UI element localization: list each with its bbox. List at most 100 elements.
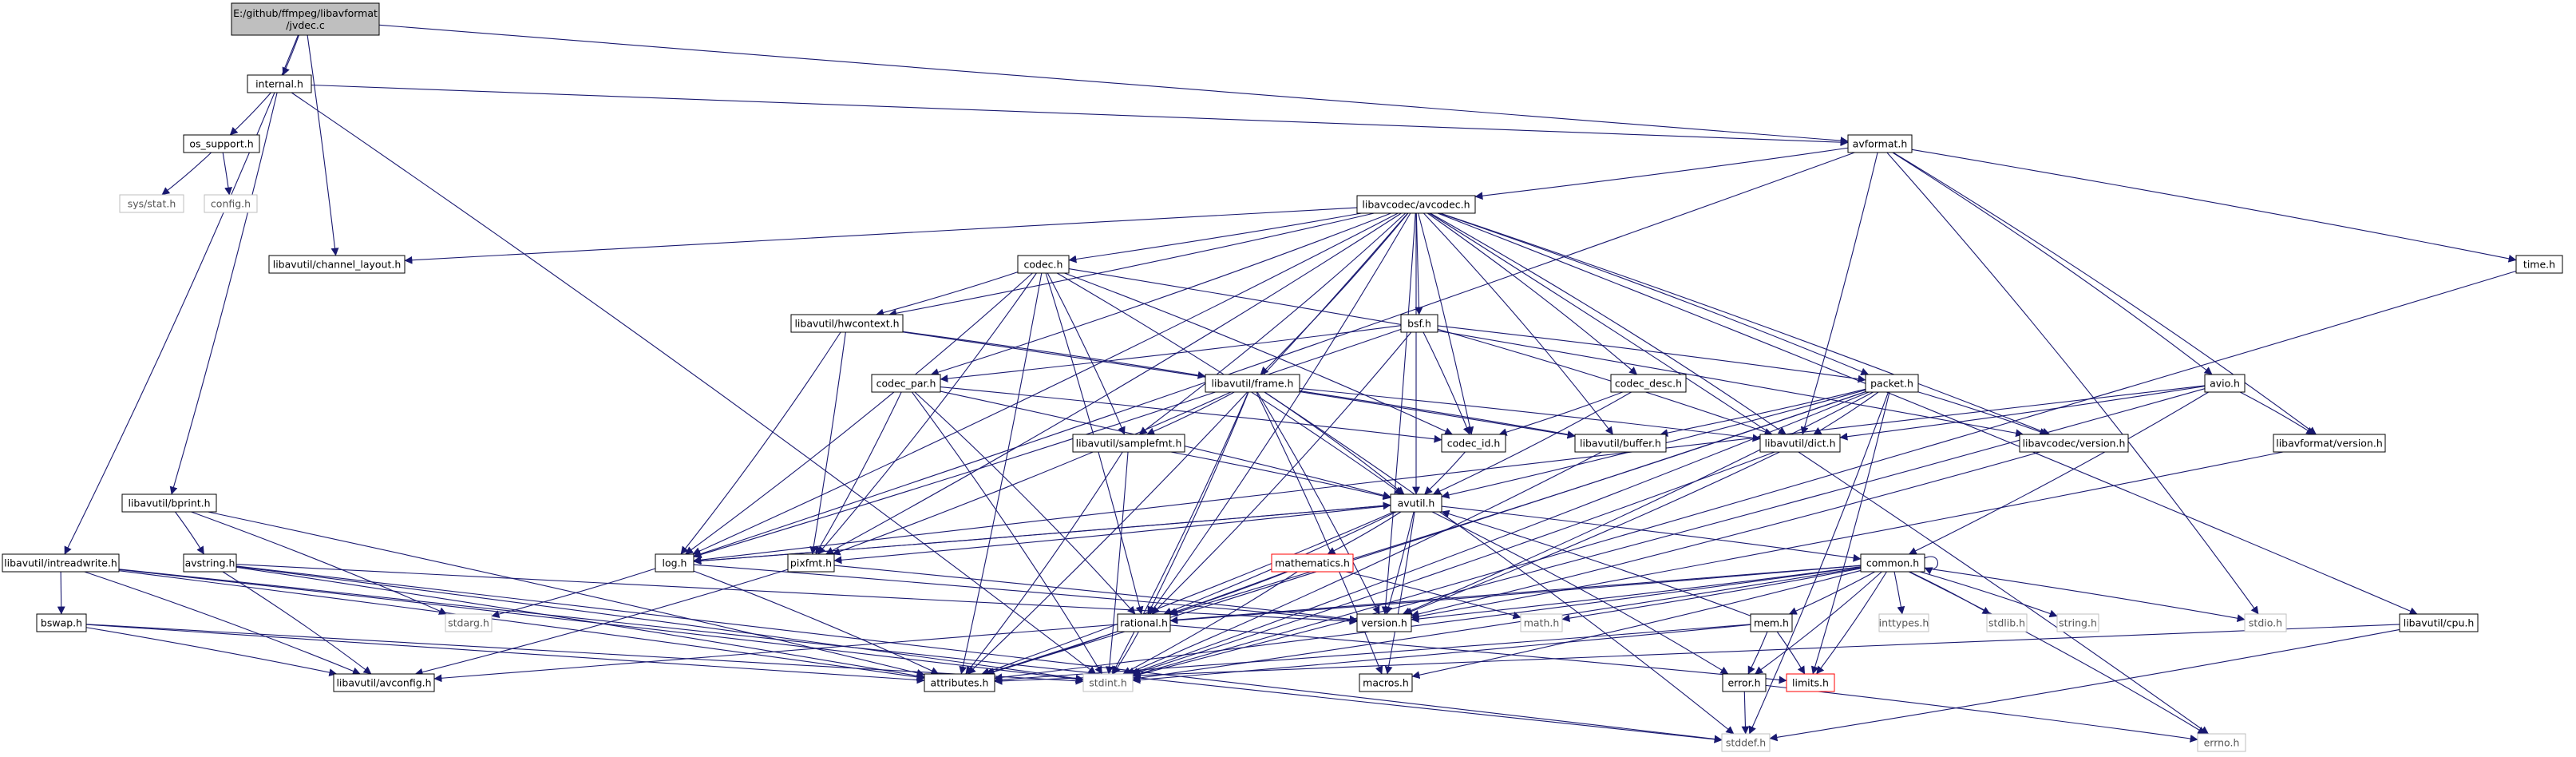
node-buffer[interactable]: libavutil/buffer.h — [1574, 434, 1667, 453]
node-config[interactable]: config.h — [204, 194, 258, 213]
node-label: codec.h — [1024, 259, 1063, 271]
node-codec_par[interactable]: codec_par.h — [871, 374, 941, 393]
node-label: mem.h — [1754, 617, 1789, 629]
node-avcodec_version[interactable]: libavcodec/version.h — [2019, 434, 2129, 453]
node-dict[interactable]: libavutil/dict.h — [1759, 434, 1841, 453]
node-label: codec_desc.h — [1615, 378, 1682, 390]
edge-avcodec-to-version — [1381, 212, 1416, 615]
node-label: os_support.h — [189, 138, 253, 150]
edge-avstring-to-attributes — [235, 566, 925, 680]
node-box — [1441, 434, 1506, 453]
node-avconfig[interactable]: libavutil/avconfig.h — [333, 673, 435, 692]
node-pixfmt[interactable]: pixfmt.h — [787, 553, 835, 573]
node-box — [1610, 374, 1687, 393]
node-bprint[interactable]: libavutil/bprint.h — [121, 493, 217, 513]
node-samplefmt[interactable]: libavutil/samplefmt.h — [1072, 434, 1185, 453]
node-limits[interactable]: limits.h — [1786, 673, 1835, 692]
node-box — [1072, 434, 1185, 453]
edge-os_support-to-sys_stat — [161, 152, 212, 196]
node-stdint[interactable]: stdint.h — [1082, 673, 1134, 692]
edge-avstring-to-avconfig — [222, 571, 372, 675]
edge-common-to-limits — [1816, 571, 1887, 675]
edge-common-to-errno — [1908, 571, 2206, 735]
node-os_support[interactable]: os_support.h — [183, 134, 260, 153]
node-bsf[interactable]: bsf.h — [1400, 314, 1438, 333]
edge-avformat-to-time — [1911, 149, 2517, 263]
node-label: libavutil/bprint.h — [128, 497, 210, 509]
node-avstring[interactable]: avstring.h — [183, 553, 237, 573]
node-avformat[interactable]: avformat.h — [1847, 134, 1913, 153]
node-box — [2197, 733, 2246, 752]
node-macros[interactable]: macros.h — [1359, 673, 1413, 692]
edge-bsf-to-codec_par — [940, 325, 1402, 382]
edge-avcodec-to-codec_desc — [1426, 212, 1638, 375]
node-version[interactable]: version.h — [1356, 613, 1412, 632]
edge-cpu-to-attributes — [994, 624, 2400, 685]
node-stddef[interactable]: stddef.h — [1721, 733, 1771, 752]
node-box — [2019, 434, 2129, 453]
edge-common-to-rational — [1169, 565, 1862, 624]
node-box — [231, 2, 380, 36]
node-stdio[interactable]: stdio.h — [2244, 613, 2287, 632]
node-intreadwrite[interactable]: libavutil/intreadwrite.h — [2, 553, 120, 573]
node-box — [2515, 255, 2563, 274]
edge-rational-to-attributes — [986, 631, 1118, 676]
edge-common-to-mem — [1788, 571, 1875, 615]
node-time[interactable]: time.h — [2515, 255, 2563, 274]
node-stdlib[interactable]: stdlib.h — [1986, 613, 2028, 632]
edge-common-to-attributes — [994, 566, 1862, 682]
node-log[interactable]: log.h — [655, 553, 694, 573]
node-label: config.h — [211, 198, 251, 210]
node-label: stdint.h — [1089, 677, 1127, 689]
edge-codec_desc-to-codec_id — [1498, 391, 1624, 436]
node-bswap[interactable]: bswap.h — [36, 613, 87, 632]
edge-intreadwrite-to-avconfig — [84, 571, 361, 675]
node-codec_id[interactable]: codec_id.h — [1441, 434, 1506, 453]
edge-samplefmt-to-attributes — [965, 451, 1123, 675]
node-box — [1520, 613, 1563, 632]
node-box — [871, 374, 941, 393]
node-errno[interactable]: errno.h — [2197, 733, 2246, 752]
node-attributes[interactable]: attributes.h — [924, 673, 995, 692]
node-mathematics[interactable]: mathematics.h — [1271, 553, 1354, 573]
node-box — [183, 553, 237, 573]
node-channel_layout[interactable]: libavutil/channel_layout.h — [268, 255, 406, 274]
edge-root-to-avformat — [378, 24, 1849, 145]
node-stdarg[interactable]: stdarg.h — [445, 613, 493, 632]
edge-avcodec-to-hwcontext — [888, 212, 1375, 318]
node-sys_stat[interactable]: sys/stat.h — [119, 194, 184, 213]
node-codec[interactable]: codec.h — [1017, 255, 1070, 274]
edge-pixfmt-to-version — [833, 565, 1358, 624]
edge-samplefmt-to-stdint — [1105, 451, 1129, 675]
edge-common-to-common — [1924, 556, 1938, 575]
node-root[interactable]: E:/github/ffmpeg/libavformat/jvdec.c — [231, 2, 380, 36]
node-codec_desc[interactable]: codec_desc.h — [1610, 374, 1687, 393]
edge-packet-to-rational — [1169, 391, 1866, 616]
node-error[interactable]: error.h — [1722, 673, 1767, 692]
node-inttypes[interactable]: inttypes.h — [1878, 613, 1929, 632]
edge-common-to-version — [1411, 566, 1862, 623]
node-internal[interactable]: internal.h — [247, 74, 312, 93]
edge-rational-to-limits — [1169, 624, 1787, 684]
node-mem[interactable]: mem.h — [1750, 613, 1793, 632]
node-box — [1865, 374, 1919, 393]
node-string[interactable]: string.h — [2056, 613, 2099, 632]
node-math[interactable]: math.h — [1520, 613, 1563, 632]
node-box — [2204, 374, 2246, 393]
edge-bsf-to-rational — [1151, 331, 1412, 615]
node-avcodec[interactable]: libavcodec/avcodec.h — [1356, 195, 1476, 214]
node-avio[interactable]: avio.h — [2204, 374, 2246, 393]
edge-frame-to-stdint — [1111, 391, 1249, 675]
edge-bswap-to-attributes — [85, 624, 925, 684]
node-cpu[interactable]: libavutil/cpu.h — [2399, 613, 2479, 632]
node-frame[interactable]: libavutil/frame.h — [1205, 374, 1300, 393]
node-avutil[interactable]: avutil.h — [1390, 493, 1442, 513]
edge-pixfmt-to-avconfig — [414, 569, 789, 676]
node-rational[interactable]: rational.h — [1117, 613, 1171, 632]
edge-avcodec-to-codec_par — [930, 212, 1391, 376]
node-hwcontext[interactable]: libavutil/hwcontext.h — [790, 314, 904, 333]
edge-mem-to-error — [1747, 631, 1768, 675]
node-common[interactable]: common.h — [1860, 553, 1925, 573]
node-packet[interactable]: packet.h — [1865, 374, 1919, 393]
node-avformat_version[interactable]: libavformat/version.h — [2273, 434, 2386, 453]
